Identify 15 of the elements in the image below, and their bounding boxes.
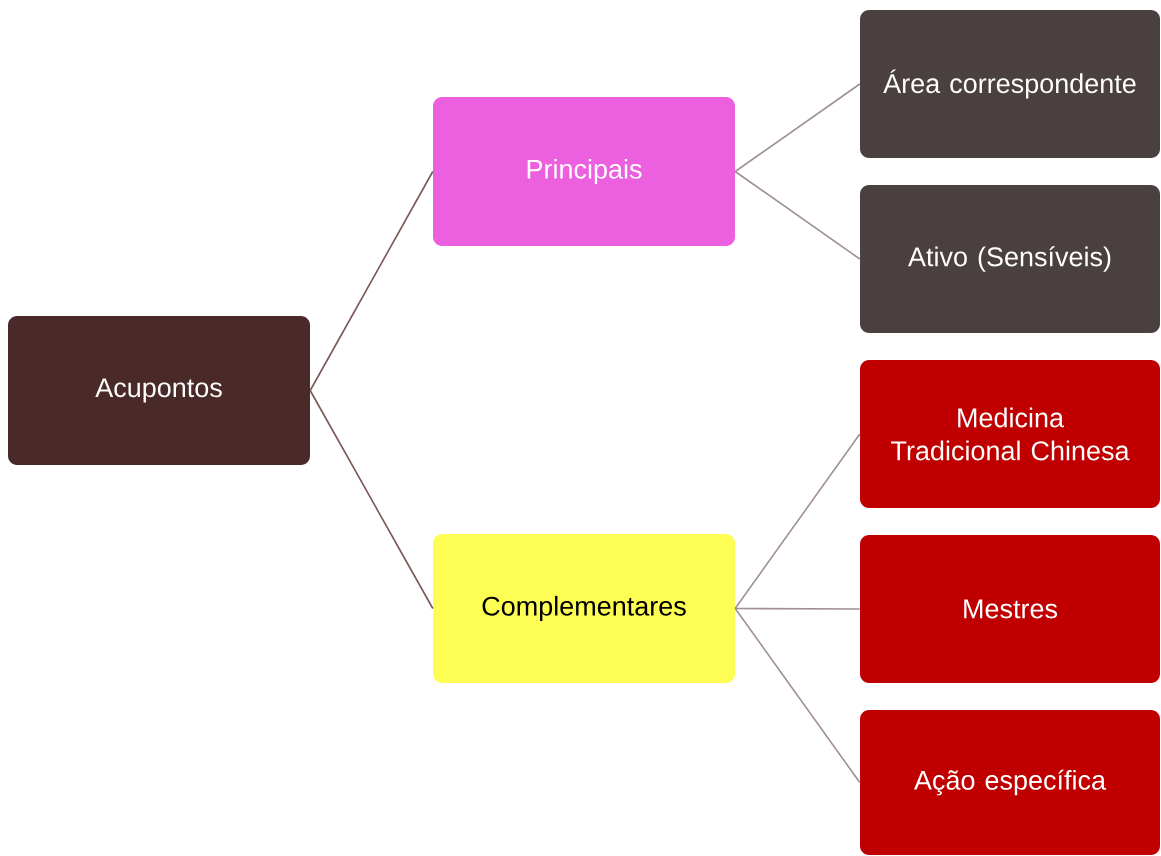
- category-box: Complementares: [433, 534, 735, 683]
- category-box: Medicina Tradicional Chinesa: [860, 360, 1160, 508]
- category-box: Ativo (Sensíveis): [860, 185, 1160, 333]
- connector-line: [734, 607, 861, 610]
- category-box: Principais: [433, 97, 735, 246]
- connector-line: [734, 433, 861, 610]
- connector-line: [734, 170, 861, 260]
- connector-line: [309, 389, 434, 610]
- connector-line: [309, 170, 434, 392]
- root-box: Acupontos: [8, 316, 310, 465]
- connector-line: [734, 607, 861, 784]
- category-box: Mestres: [860, 535, 1160, 683]
- category-box: Área correspondente: [860, 10, 1160, 158]
- category-box: Ação específica: [860, 710, 1160, 855]
- connector-line: [734, 83, 861, 173]
